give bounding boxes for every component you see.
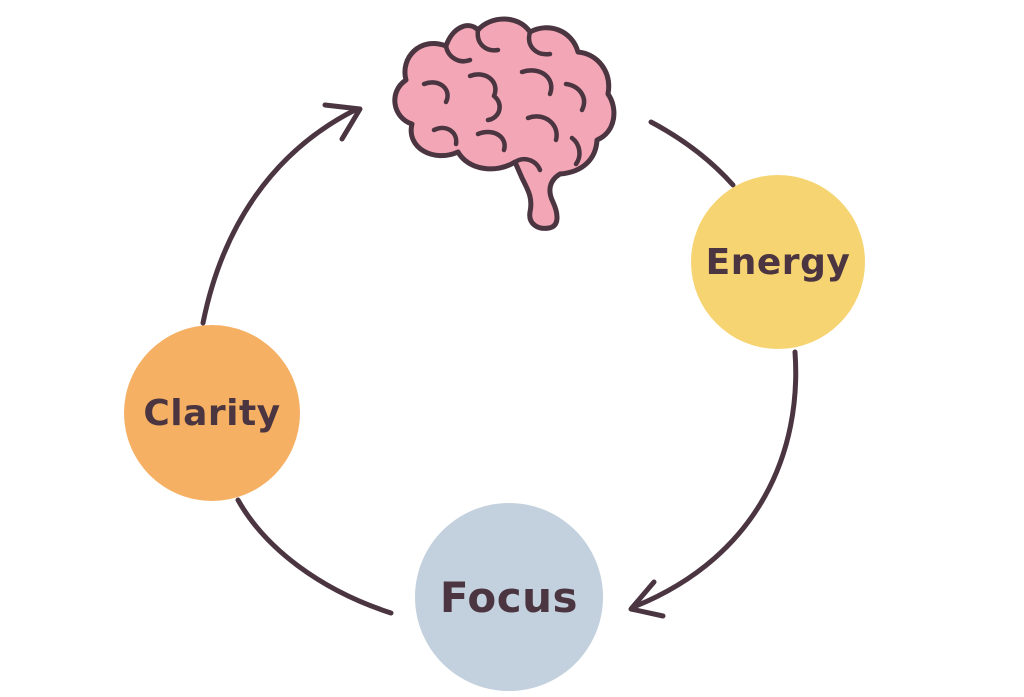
arc-focus-to-clarity [235,497,394,616]
node-clarity: Clarity [124,325,300,501]
node-focus: Focus [415,503,603,691]
arc-brain-to-energy [648,119,736,188]
arc-energy-to-focus [633,349,799,609]
node-energy-label: Energy [705,241,851,283]
node-energy: Energy [691,175,865,349]
brain-icon [392,16,617,231]
arrowhead-brain [322,102,363,142]
arc-clarity-to-brain [200,107,358,326]
node-focus-label: Focus [439,572,579,622]
arrowhead-focus [628,579,666,619]
node-clarity-label: Clarity [143,392,281,434]
